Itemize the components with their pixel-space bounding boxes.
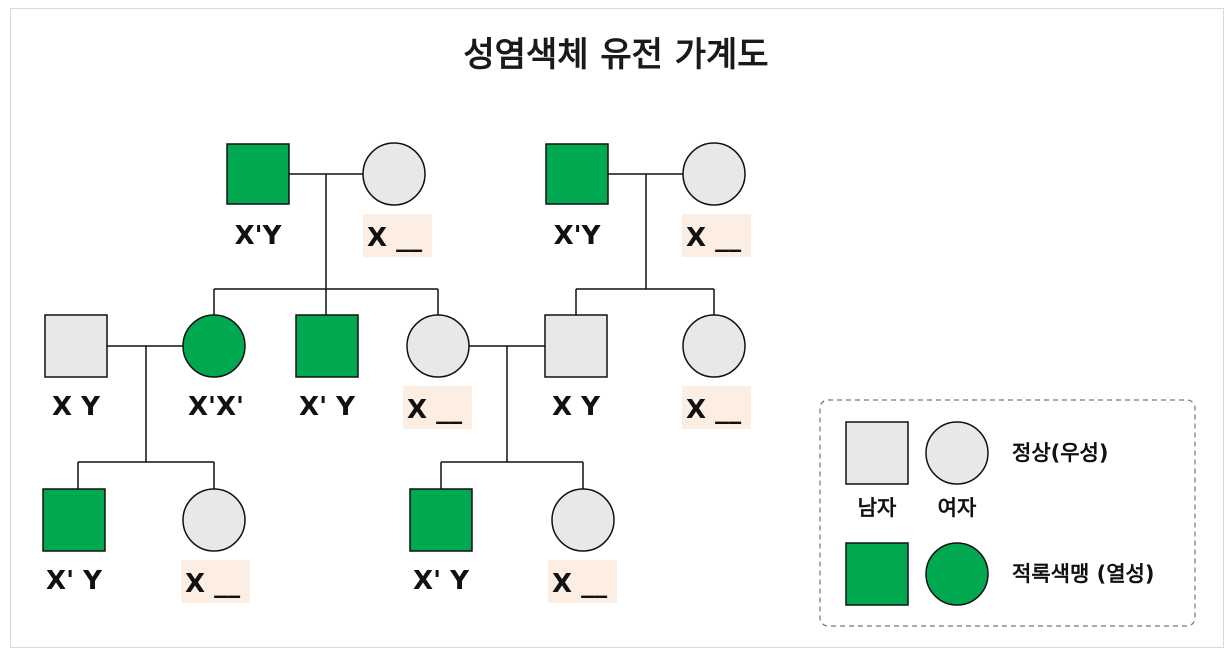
genotype-label: X __ <box>185 569 240 599</box>
genotype-label: X'Y <box>554 221 602 251</box>
affected-female-symbol <box>182 314 246 378</box>
diagram-frame <box>10 8 1224 648</box>
genotype-highlight <box>403 386 472 429</box>
normal-female-symbol <box>406 314 470 378</box>
legend-box <box>819 399 1196 627</box>
legend: 정상(우성) 남자 여자 적록색맹 (열성) <box>819 399 1196 627</box>
normal-male-symbol <box>44 314 108 378</box>
genotype-label: X' Y <box>413 566 470 596</box>
genotype-highlights <box>181 214 751 603</box>
genotype-label: X Y <box>52 392 101 422</box>
normal-female-symbol <box>682 314 746 378</box>
genotype-highlight <box>682 386 751 429</box>
genotype-label: X' Y <box>46 566 103 596</box>
genotype-label: X __ <box>367 223 422 253</box>
legend-affected-female-icon <box>925 542 989 606</box>
normal-female-symbol <box>551 488 615 552</box>
genotype-label: X __ <box>686 395 741 425</box>
legend-female-label: 여자 <box>938 496 977 520</box>
genotype-label: X Y <box>552 392 601 422</box>
genotype-label: X __ <box>686 223 741 253</box>
normal-female-symbol <box>362 142 426 206</box>
normal-female-symbol <box>182 488 246 552</box>
genotype-label: X __ <box>552 569 607 599</box>
affected-male-symbol <box>295 314 359 378</box>
genotype-highlight <box>181 560 250 603</box>
legend-normal-label: 정상(우성) <box>1012 441 1108 465</box>
affected-male-symbol <box>226 143 290 205</box>
legend-normal-male-icon <box>845 421 909 485</box>
page-title: 성염색체 유전 가계도 <box>463 35 768 75</box>
legend-affected-male-icon <box>845 542 909 606</box>
genotype-highlight <box>682 214 751 257</box>
legend-male-label: 남자 <box>858 496 897 520</box>
genotype-label: X'Y <box>235 221 283 251</box>
genotype-label: X' Y <box>299 392 356 422</box>
genotype-label: X __ <box>407 395 462 425</box>
affected-male-symbol <box>545 143 609 205</box>
genotype-highlight <box>363 214 432 257</box>
affected-male-symbol <box>409 488 473 552</box>
normal-female-symbol <box>682 142 746 206</box>
genotype-highlight <box>548 560 617 603</box>
pedigree-lines <box>77 173 715 489</box>
legend-affected-label: 적록색맹 (열성) <box>1012 562 1154 586</box>
affected-male-symbol <box>42 488 106 552</box>
genotype-label: X'X' <box>188 392 244 422</box>
legend-normal-female-icon <box>925 421 989 485</box>
normal-male-symbol <box>544 314 608 378</box>
